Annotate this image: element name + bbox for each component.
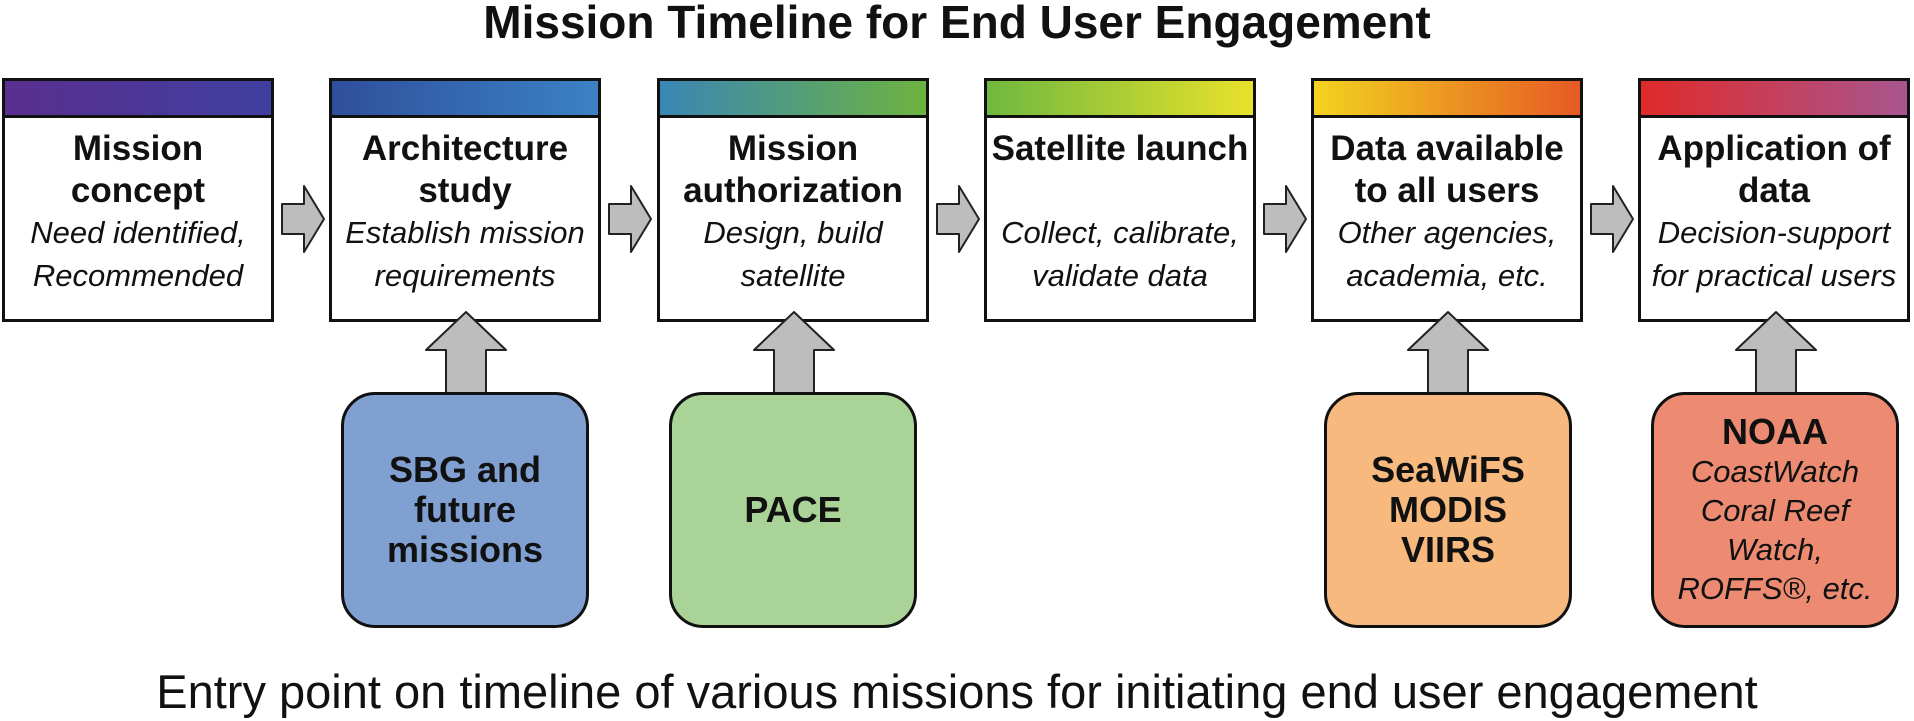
right-arrow-icon: [608, 185, 652, 253]
right-arrow-icon: [936, 185, 980, 253]
stage-color-bar: [1314, 81, 1580, 118]
stage-color-bar: [987, 81, 1253, 118]
mission-description: CoastWatch Coral Reef Watch, ROFFS®, etc…: [1677, 454, 1873, 606]
stage-title: Mission concept: [70, 129, 206, 210]
stage-color-bar: [332, 81, 598, 118]
stage-data-available: Data available to all users Other agenci…: [1311, 78, 1583, 322]
stage-color-bar: [1641, 81, 1907, 118]
mission-box-seawifs-modis-viirs: SeaWiFS MODIS VIIRS: [1324, 392, 1572, 628]
up-arrow-icon: [1407, 311, 1489, 395]
up-arrow-icon: [1735, 311, 1817, 395]
right-arrow-icon: [1590, 185, 1634, 253]
mission-name: SeaWiFS MODIS VIIRS: [1371, 449, 1525, 570]
stage-subtitle: Establish mission requirements: [345, 215, 585, 293]
mission-box-pace: PACE: [669, 392, 917, 628]
mission-name: PACE: [744, 489, 842, 530]
stage-title: Data available to all users: [1330, 129, 1564, 210]
stage-color-bar: [660, 81, 926, 118]
up-arrow-icon: [753, 311, 835, 395]
stage-subtitle: Need identified, Recommended: [30, 215, 246, 293]
stage-subtitle: Other agencies, academia, etc.: [1337, 215, 1557, 293]
stage-mission-authorization: Mission authorization Design, build sate…: [657, 78, 929, 322]
stage-subtitle: Decision-support for practical users: [1651, 215, 1897, 293]
mission-box-noaa: NOAA CoastWatch Coral Reef Watch, ROFFS®…: [1651, 392, 1899, 628]
diagram-title: Mission Timeline for End User Engagement: [483, 0, 1431, 48]
up-arrow-icon: [425, 311, 507, 395]
stage-architecture-study: Architecture study Establish mission req…: [329, 78, 601, 322]
right-arrow-icon: [281, 185, 325, 253]
mission-name: NOAA: [1722, 411, 1828, 452]
stage-color-bar: [5, 81, 271, 118]
stage-mission-concept: Mission concept Need identified, Recomme…: [2, 78, 274, 322]
right-arrow-icon: [1263, 185, 1307, 253]
stage-satellite-launch: Satellite launch Collect, calibrate, val…: [984, 78, 1256, 322]
diagram-caption: Entry point on timeline of various missi…: [156, 665, 1758, 718]
stage-title: Satellite launch: [991, 129, 1249, 168]
mission-name: SBG and future missions: [386, 449, 544, 570]
stage-title: Application of data: [1657, 129, 1891, 210]
stage-title: Mission authorization: [683, 129, 903, 210]
stage-subtitle: Design, build satellite: [703, 215, 883, 293]
stage-subtitle: Collect, calibrate, validate data: [1001, 215, 1239, 293]
stage-title: Architecture study: [361, 129, 569, 210]
stage-application-of-data: Application of data Decision-support for…: [1638, 78, 1910, 322]
mission-box-sbg: SBG and future missions: [341, 392, 589, 628]
